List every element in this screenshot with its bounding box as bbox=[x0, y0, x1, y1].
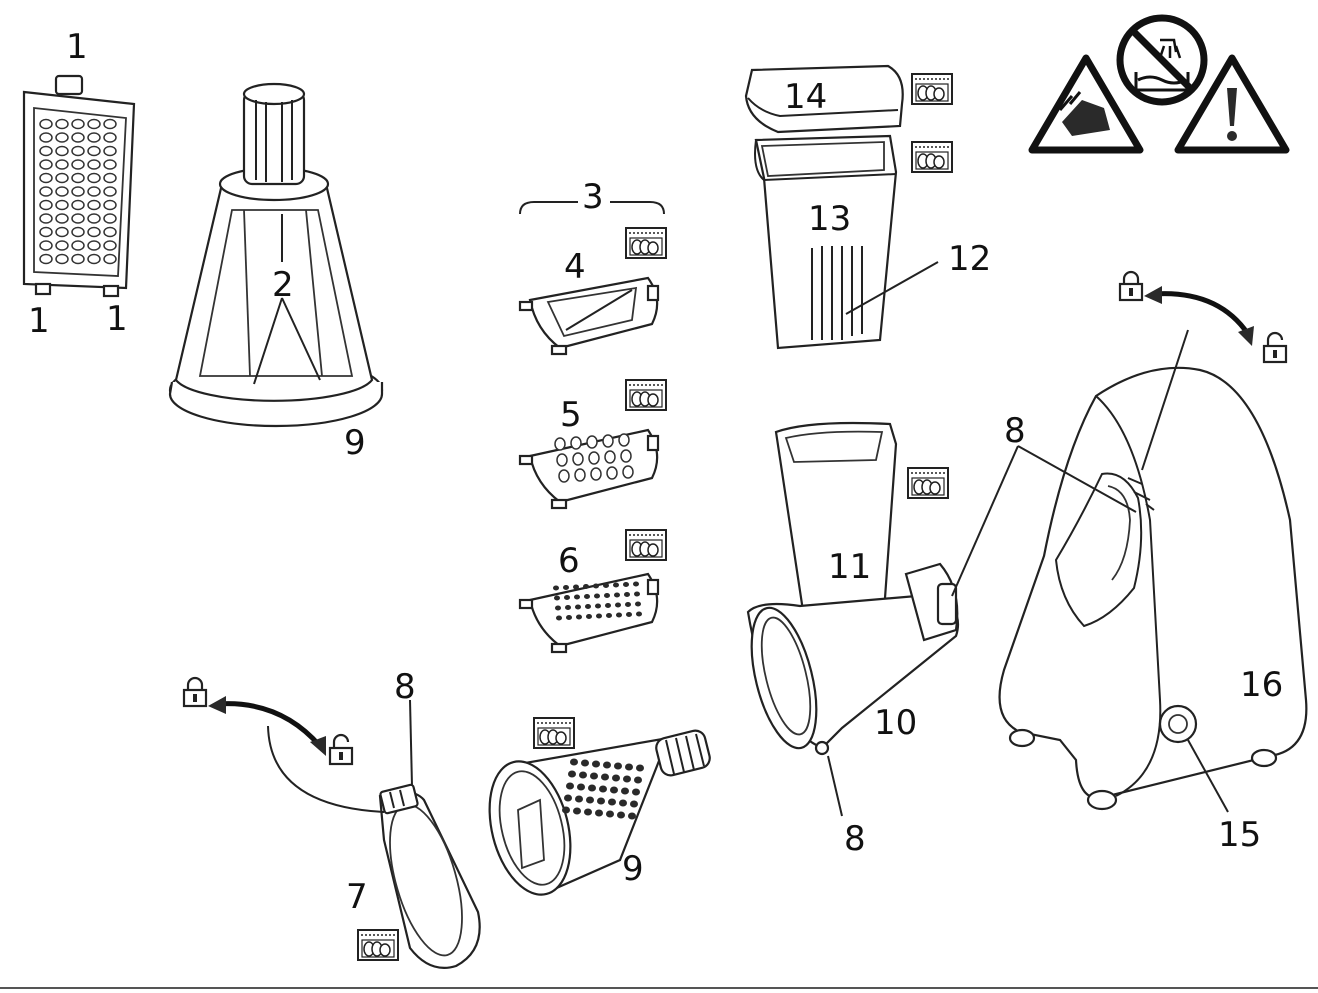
grater-plate-part bbox=[22, 74, 136, 298]
food-pusher-part bbox=[754, 134, 898, 350]
part-label-10: 10 bbox=[874, 703, 917, 743]
part-label-14: 14 bbox=[784, 77, 827, 117]
dishwasher-safe-icon bbox=[625, 379, 667, 411]
dishwasher-safe-icon bbox=[533, 717, 575, 749]
part-label-1: 1 bbox=[28, 301, 50, 341]
part-label-12: 12 bbox=[948, 239, 991, 279]
part-label-7: 7 bbox=[346, 877, 368, 917]
part-label-8: 8 bbox=[844, 819, 866, 859]
lock-icon bbox=[1118, 270, 1144, 302]
part-label-6: 6 bbox=[558, 541, 580, 581]
fine-grater-part bbox=[518, 572, 660, 654]
part-label-5: 5 bbox=[560, 395, 582, 435]
no-immersion-icon bbox=[1116, 14, 1208, 106]
part-label-11: 11 bbox=[828, 547, 871, 587]
part-label-8: 8 bbox=[394, 667, 416, 707]
part-label-15: 15 bbox=[1218, 815, 1261, 855]
part-label-1: 1 bbox=[66, 27, 88, 67]
motor-base-part bbox=[998, 366, 1308, 811]
cone-grater-part bbox=[488, 729, 711, 896]
slicing-blade-part bbox=[518, 276, 660, 356]
leader-lines bbox=[253, 214, 1229, 817]
lock-indicator-top bbox=[1118, 270, 1288, 364]
part-label-2: 2 bbox=[272, 265, 294, 305]
caution-icon bbox=[1174, 54, 1290, 154]
dishwasher-safe-icon bbox=[911, 73, 953, 105]
dishwasher-safe-icon bbox=[357, 929, 399, 961]
locking-ring-part bbox=[378, 783, 481, 969]
group-bracket bbox=[519, 201, 665, 215]
part-label-13: 13 bbox=[808, 199, 851, 239]
part-label-8: 8 bbox=[1004, 411, 1026, 451]
part-label-1: 1 bbox=[106, 299, 128, 339]
hand-cut-warning-icon bbox=[1028, 54, 1144, 154]
food-pusher-lid-part bbox=[744, 64, 904, 134]
lock-indicator-bottom bbox=[182, 676, 354, 766]
cone-holder-part bbox=[168, 82, 384, 428]
part-label-9: 9 bbox=[622, 849, 644, 889]
dishwasher-safe-icon bbox=[907, 467, 949, 499]
part-labels: 1 1 1 2 3 4 5 6 7 8 8 8 9 9 10 11 12 13 … bbox=[28, 27, 1283, 917]
dishwasher-safe-icon bbox=[911, 141, 953, 173]
safety-warnings bbox=[1028, 14, 1290, 154]
part-label-9: 9 bbox=[344, 423, 366, 463]
part-label-4: 4 bbox=[564, 247, 586, 287]
dishwasher-safe-icon bbox=[625, 529, 667, 561]
cylinder-housing-part bbox=[746, 421, 960, 756]
dishwasher-safe-icon bbox=[625, 227, 667, 259]
lock-icon bbox=[182, 676, 208, 708]
unlock-icon bbox=[328, 733, 354, 766]
part-label-16: 16 bbox=[1240, 665, 1283, 705]
part-label-3: 3 bbox=[582, 177, 604, 217]
coarse-grater-part bbox=[518, 428, 660, 510]
unlock-icon bbox=[1262, 331, 1288, 364]
